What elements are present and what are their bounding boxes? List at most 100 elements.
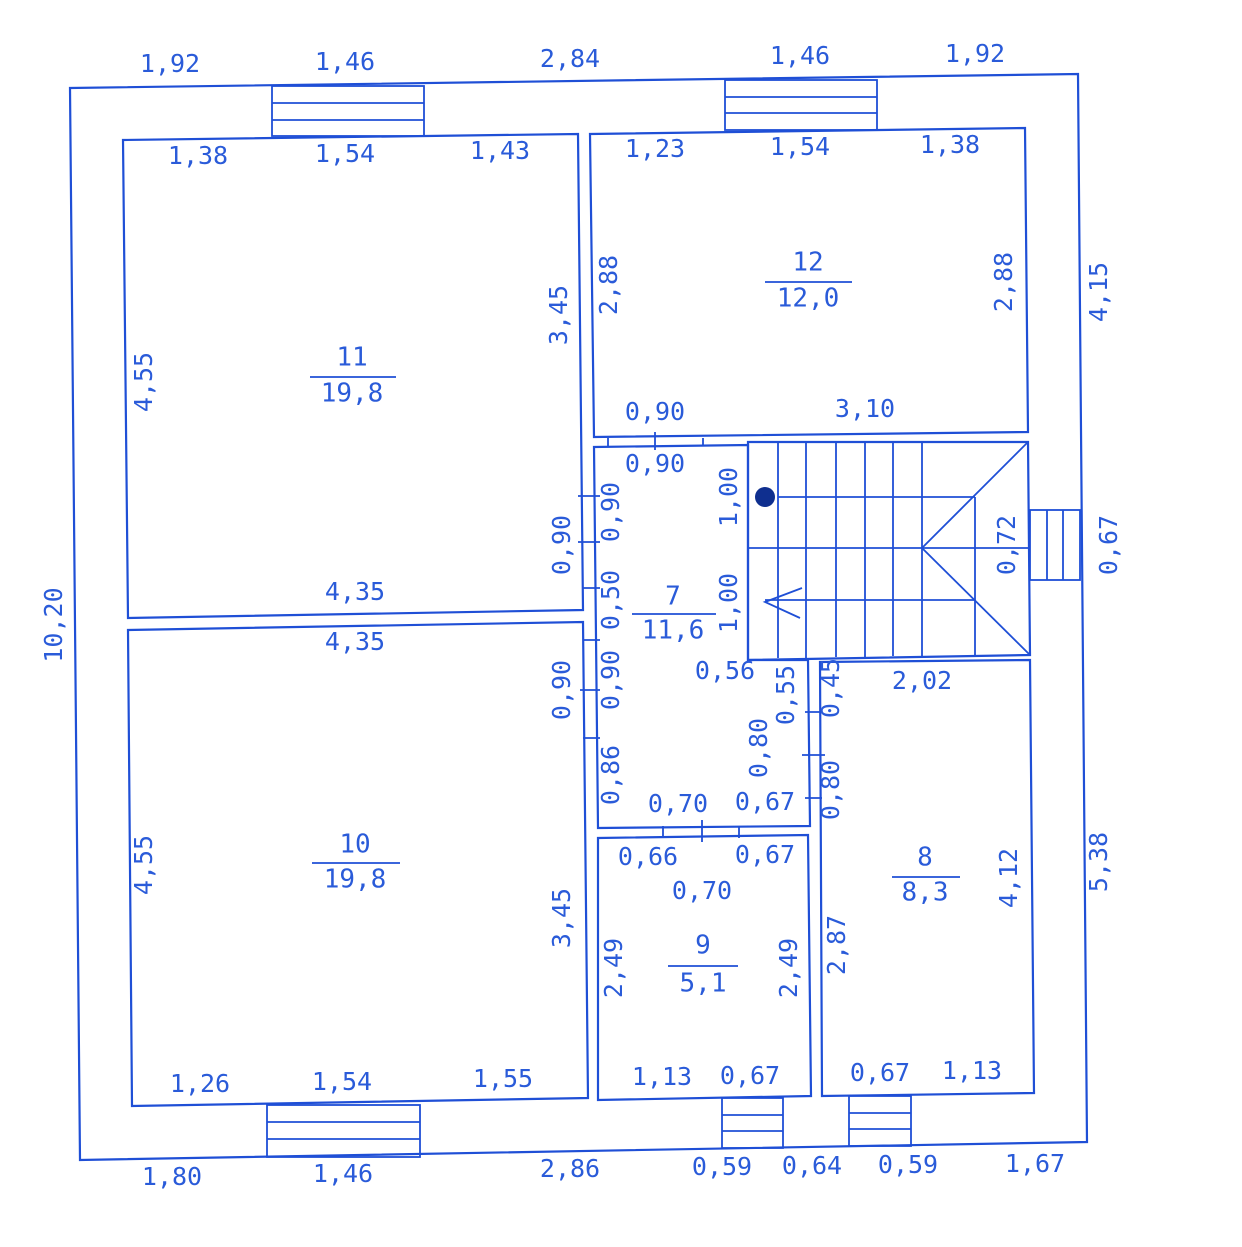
room-number: 10: [339, 830, 370, 860]
dimension: 4,35: [325, 627, 385, 656]
stairs-arrow-icon: [762, 587, 803, 619]
dimension: 0,66: [618, 842, 678, 871]
dimension: 1,00: [714, 573, 743, 633]
staircase: [748, 441, 1031, 658]
dimension: 1,23: [625, 134, 685, 163]
outer-wall: [68, 72, 1089, 1162]
dimension: 1,80: [142, 1162, 202, 1191]
dimension: 3,10: [835, 394, 895, 423]
dimension: 2,88: [989, 252, 1018, 312]
room-area: 12,0: [777, 284, 840, 314]
dimension: 1,55: [473, 1064, 533, 1093]
dimension: 0,72: [992, 515, 1021, 575]
room-number: 8: [917, 843, 933, 873]
dimension: 1,13: [942, 1056, 1002, 1085]
dimension: 0,50: [596, 570, 625, 630]
dimension: 0,90: [596, 650, 625, 710]
dimension: 0,70: [648, 789, 708, 818]
dimension: 1,00: [714, 467, 743, 527]
dimensions: 1,92 1,46 2,84 1,46 1,92 1,80 1,46 2,86 …: [39, 39, 1123, 1191]
dimension: 0,55: [771, 665, 800, 725]
dimension: 2,49: [774, 938, 803, 998]
dimension: 0,90: [547, 515, 576, 575]
dimension: 2,02: [892, 666, 952, 695]
dimension: 1,46: [313, 1159, 373, 1188]
dimension: 5,38: [1084, 832, 1113, 892]
window-right: [1029, 509, 1081, 581]
room-area: 5,1: [680, 969, 727, 999]
room-area: 19,8: [324, 865, 387, 895]
dimension: 1,46: [770, 41, 830, 70]
room-9-outline: [596, 833, 813, 1102]
door-ticks: [578, 432, 825, 842]
dimension: 2,49: [599, 938, 628, 998]
room-number: 11: [336, 343, 367, 373]
dimension: 3,45: [544, 285, 573, 345]
dimension: 1,92: [140, 49, 200, 78]
dimension: 2,86: [540, 1154, 600, 1183]
dimension: 0,45: [816, 658, 845, 718]
room-8-outline: [818, 658, 1036, 1098]
walls: [68, 72, 1089, 1162]
dimension: 3,45: [547, 888, 576, 948]
window-bottom-9: [721, 1097, 784, 1149]
window-bottom-8: [848, 1095, 912, 1147]
dimension: 0,70: [672, 876, 732, 905]
dimension: 0,80: [816, 760, 845, 820]
dimension: 1,54: [312, 1067, 372, 1096]
dimension: 1,54: [315, 139, 375, 168]
dimension: 2,88: [594, 255, 623, 315]
dimension: 0,67: [735, 840, 795, 869]
dimension: 1,43: [470, 136, 530, 165]
dimension: 0,90: [625, 397, 685, 426]
room-12-label: 12 12,0: [765, 248, 852, 314]
dimension: 0,64: [782, 1151, 842, 1180]
dimension: 2,84: [540, 44, 600, 73]
dimension: 1,38: [920, 130, 980, 159]
dimension: 1,13: [632, 1062, 692, 1091]
dimension: 1,67: [1005, 1149, 1065, 1178]
room-10-outline: [126, 620, 590, 1108]
window-top-right: [724, 79, 878, 131]
room-11-outline: [121, 132, 585, 620]
dimension: 0,86: [596, 745, 625, 805]
room-number: 7: [665, 582, 681, 612]
dimension: 1,38: [168, 141, 228, 170]
room-9-label: 95,1: [668, 931, 738, 999]
dimension: 4,55: [129, 352, 158, 412]
dimension: 0,67: [720, 1061, 780, 1090]
dimension: 0,67: [735, 787, 795, 816]
dimension: 4,55: [129, 835, 158, 895]
dimension: 4,12: [994, 848, 1023, 908]
room-8-label: 88,3: [892, 843, 960, 908]
dimension: 0,90: [596, 482, 625, 542]
room-7-label: 711,6: [632, 582, 716, 646]
dimension: 1,26: [170, 1069, 230, 1098]
dimension: 1,46: [315, 47, 375, 76]
dimension: 1,54: [770, 132, 830, 161]
window-bottom-left: [266, 1104, 421, 1158]
dimension: 0,59: [878, 1150, 938, 1179]
stairs-start-dot-icon: [755, 487, 775, 507]
dimension: 0,59: [692, 1152, 752, 1181]
dimension: 0,90: [547, 660, 576, 720]
dimension: 2,87: [822, 915, 851, 975]
dimension: 0,67: [850, 1058, 910, 1087]
room-area: 8,3: [902, 878, 949, 908]
dimension: 4,35: [325, 577, 385, 606]
window-top-left: [271, 85, 425, 137]
dimension: 0,67: [1094, 515, 1123, 575]
room-area: 19,8: [321, 379, 384, 409]
room-11-label: 11 19,8: [310, 343, 396, 409]
room-area: 11,6: [642, 616, 705, 646]
dimension: 0,80: [744, 718, 773, 778]
room-number: 9: [695, 931, 711, 961]
room-number: 12: [792, 248, 823, 278]
stairs-outline: [746, 440, 1032, 662]
windows: [266, 79, 1081, 1158]
dimension: 0,90: [625, 449, 685, 478]
dimension: 4,15: [1084, 262, 1113, 322]
dimension: 1,92: [945, 39, 1005, 68]
